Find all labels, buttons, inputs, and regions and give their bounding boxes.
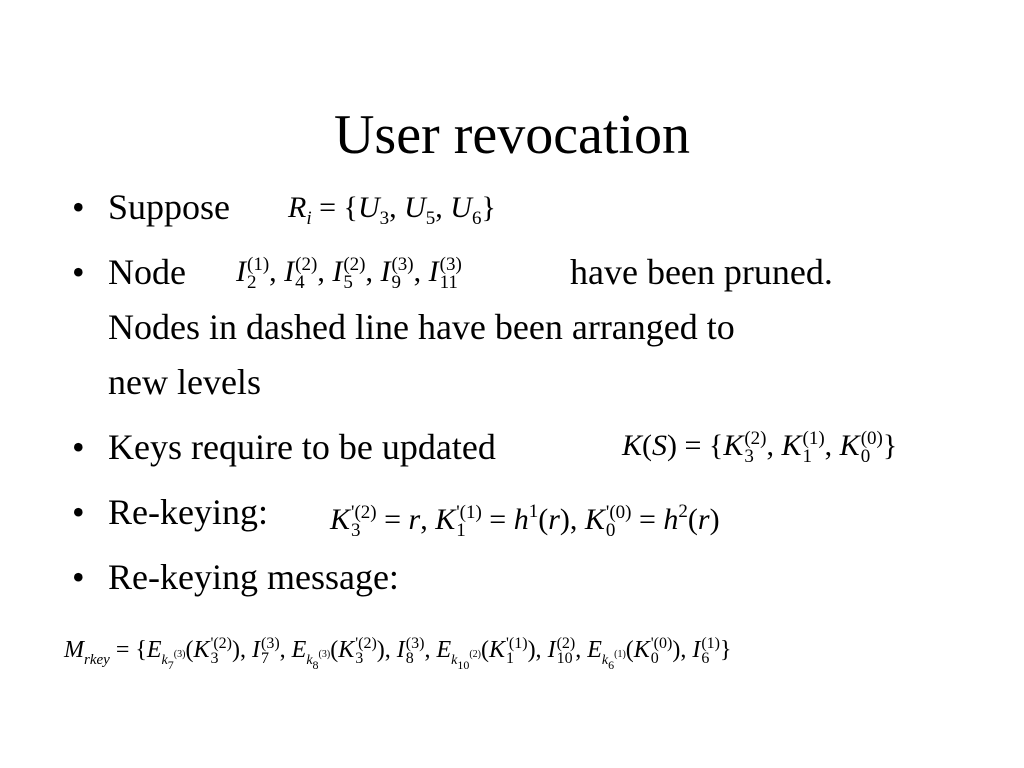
slide-title: User revocation <box>333 104 691 166</box>
bullet-suppose-text: Suppose <box>108 187 231 227</box>
bullet-marker: • <box>72 492 85 532</box>
formula-ri: Ri = {U3, U5, U6} <box>288 191 496 229</box>
bullet-marker: • <box>72 557 85 597</box>
formula-rekeying: K'(2)3 = r, K'(1)1 = h1(r), K'(0)0 = h2(… <box>330 501 720 542</box>
bullet-node-line2: Nodes in dashed line have been arranged … <box>108 307 735 347</box>
bullet-node-line3: new levels <box>108 362 261 402</box>
bullet-node-text-after: have been pruned. <box>570 252 833 292</box>
formula-pruned-nodes: I(1)2, I(2)4, I(2)5, I(3)9, I(3)11 <box>236 254 462 294</box>
bullet-keys-text: Keys require to be updated <box>108 427 496 467</box>
bullet-node-text: Node <box>108 252 186 292</box>
formula-rekey-message: Mrkey = {Ek7(3)(K'(2)3), I(3)7, Ek8(3)(K… <box>64 635 732 672</box>
formula-keys-set: K(S) = {K(2)3, K(1)1, K(0)0} <box>622 428 898 468</box>
bullet-marker: • <box>72 252 85 292</box>
bullet-marker: • <box>72 187 85 227</box>
bullet-marker: • <box>72 427 85 467</box>
bullet-rekeying-text: Re-keying: <box>108 492 268 532</box>
bullet-rekeying-message-text: Re-keying message: <box>108 557 399 597</box>
